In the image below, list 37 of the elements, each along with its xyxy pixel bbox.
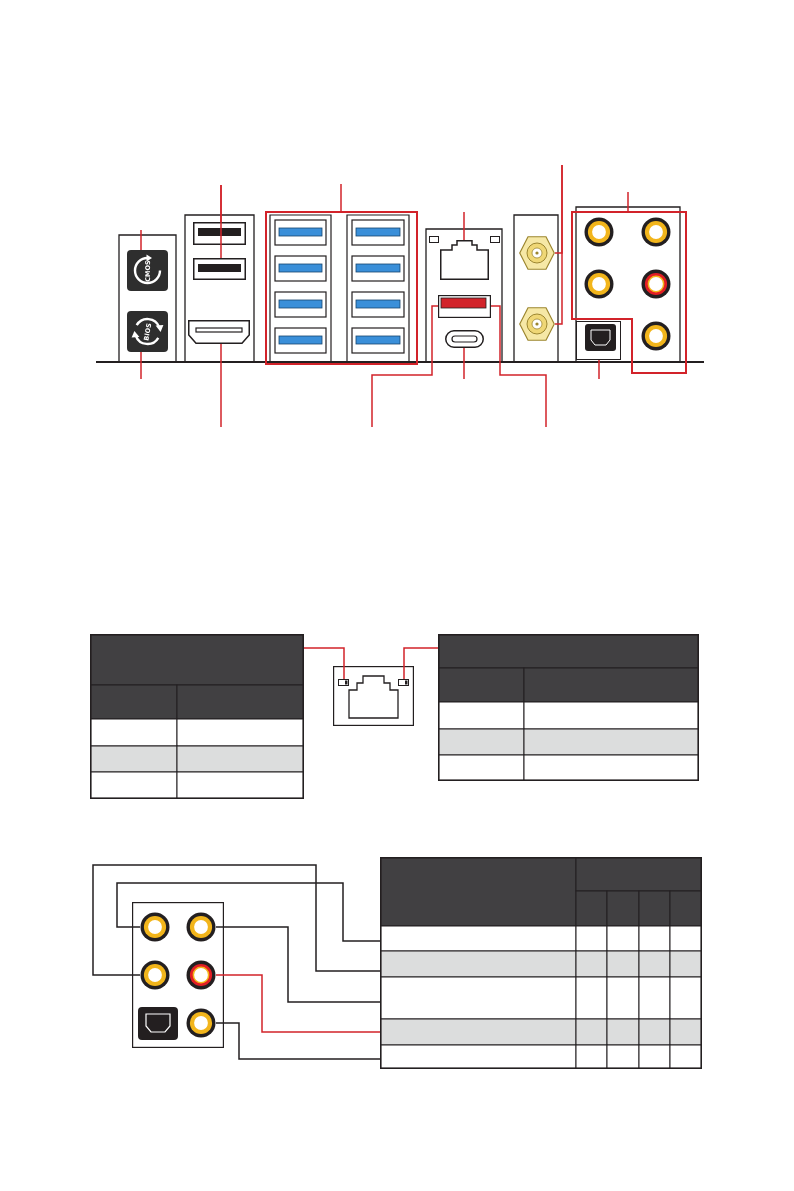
leader-line <box>220 343 222 428</box>
leader-line <box>463 211 465 241</box>
leader-line <box>140 229 142 251</box>
usb-port <box>438 295 491 318</box>
leader-line <box>490 305 547 428</box>
audio-jack <box>186 960 216 990</box>
leader-line <box>463 347 465 380</box>
leader-line <box>554 164 563 325</box>
leader-line <box>371 305 439 428</box>
connector-line <box>116 882 381 942</box>
blank-table <box>380 857 702 1069</box>
usb-port <box>193 258 246 280</box>
antenna-connector <box>519 307 555 341</box>
antenna-connector <box>519 236 555 270</box>
leader-line <box>598 359 600 380</box>
led-indicator <box>398 679 409 686</box>
leader-line <box>627 191 629 212</box>
usb-port <box>193 222 246 245</box>
ethernet-port <box>440 240 489 280</box>
blank-table <box>438 634 699 781</box>
audio-jack <box>186 1008 216 1038</box>
leader-line <box>340 183 342 212</box>
blank-table <box>90 634 304 799</box>
connector-line <box>92 864 381 976</box>
optical-audio-port <box>576 321 621 360</box>
usb-c-port <box>445 330 484 348</box>
connector-line <box>215 1022 381 1060</box>
audio-jack <box>186 912 216 942</box>
audio-jack <box>140 960 170 990</box>
connector-line <box>215 926 381 1003</box>
audio-jack <box>140 912 170 942</box>
connector-line <box>215 974 381 1033</box>
leader-line <box>140 351 142 380</box>
led-indicator <box>338 679 349 686</box>
usb-port-group <box>265 211 418 365</box>
leader-line <box>220 184 222 259</box>
hdmi-port <box>188 320 250 344</box>
